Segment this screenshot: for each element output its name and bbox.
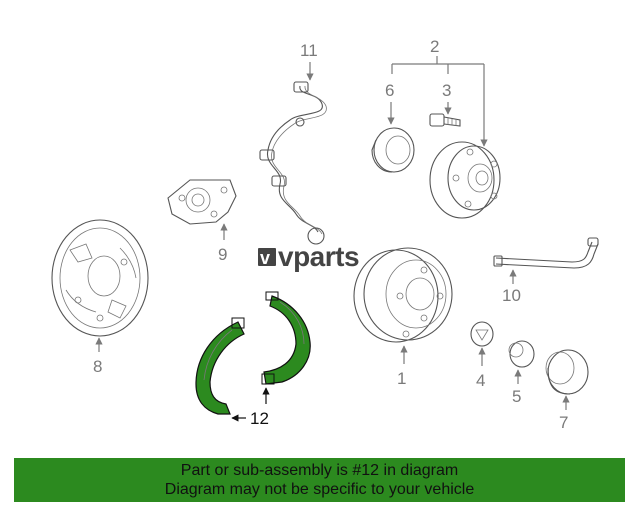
callout-10: 10: [502, 286, 521, 305]
plug-part: [470, 321, 494, 347]
watermark-logo-letter: v: [260, 248, 270, 268]
backing-plate-part: [51, 219, 149, 337]
callout-9: 9: [218, 245, 227, 264]
vparts-watermark: v vparts: [258, 241, 360, 272]
brake-drum-part: [353, 247, 453, 343]
callout-6: 6: [385, 81, 394, 100]
bolt-part: [429, 113, 461, 127]
callout-2-bracket: [391, 56, 488, 147]
brake-hose-part: [493, 237, 599, 269]
callout-8: 8: [93, 357, 102, 376]
hub-cap-part: [545, 349, 589, 395]
callout-4: 4: [476, 371, 485, 390]
gasket-part: [167, 179, 237, 225]
watermark-text: vparts: [278, 241, 359, 272]
abs-sensor-part: [259, 81, 327, 245]
callout-12: 12: [250, 409, 269, 428]
cap-part: [508, 340, 535, 368]
info-banner: Part or sub-assembly is #12 in diagram D…: [14, 458, 625, 502]
callout-7: 7: [559, 413, 568, 432]
callout-3: 3: [442, 81, 451, 100]
brake-shoes-part: [195, 291, 311, 415]
bearing-part: [371, 127, 415, 173]
callout-11: 11: [300, 41, 318, 60]
banner-line-2: Diagram may not be specific to your vehi…: [164, 481, 475, 498]
callout-2: 2: [430, 37, 439, 56]
callout-5: 5: [512, 387, 521, 406]
callout-1: 1: [397, 369, 406, 388]
hub-part: [429, 141, 501, 219]
banner-line-1: Part or sub-assembly is #12 in diagram: [180, 462, 459, 479]
